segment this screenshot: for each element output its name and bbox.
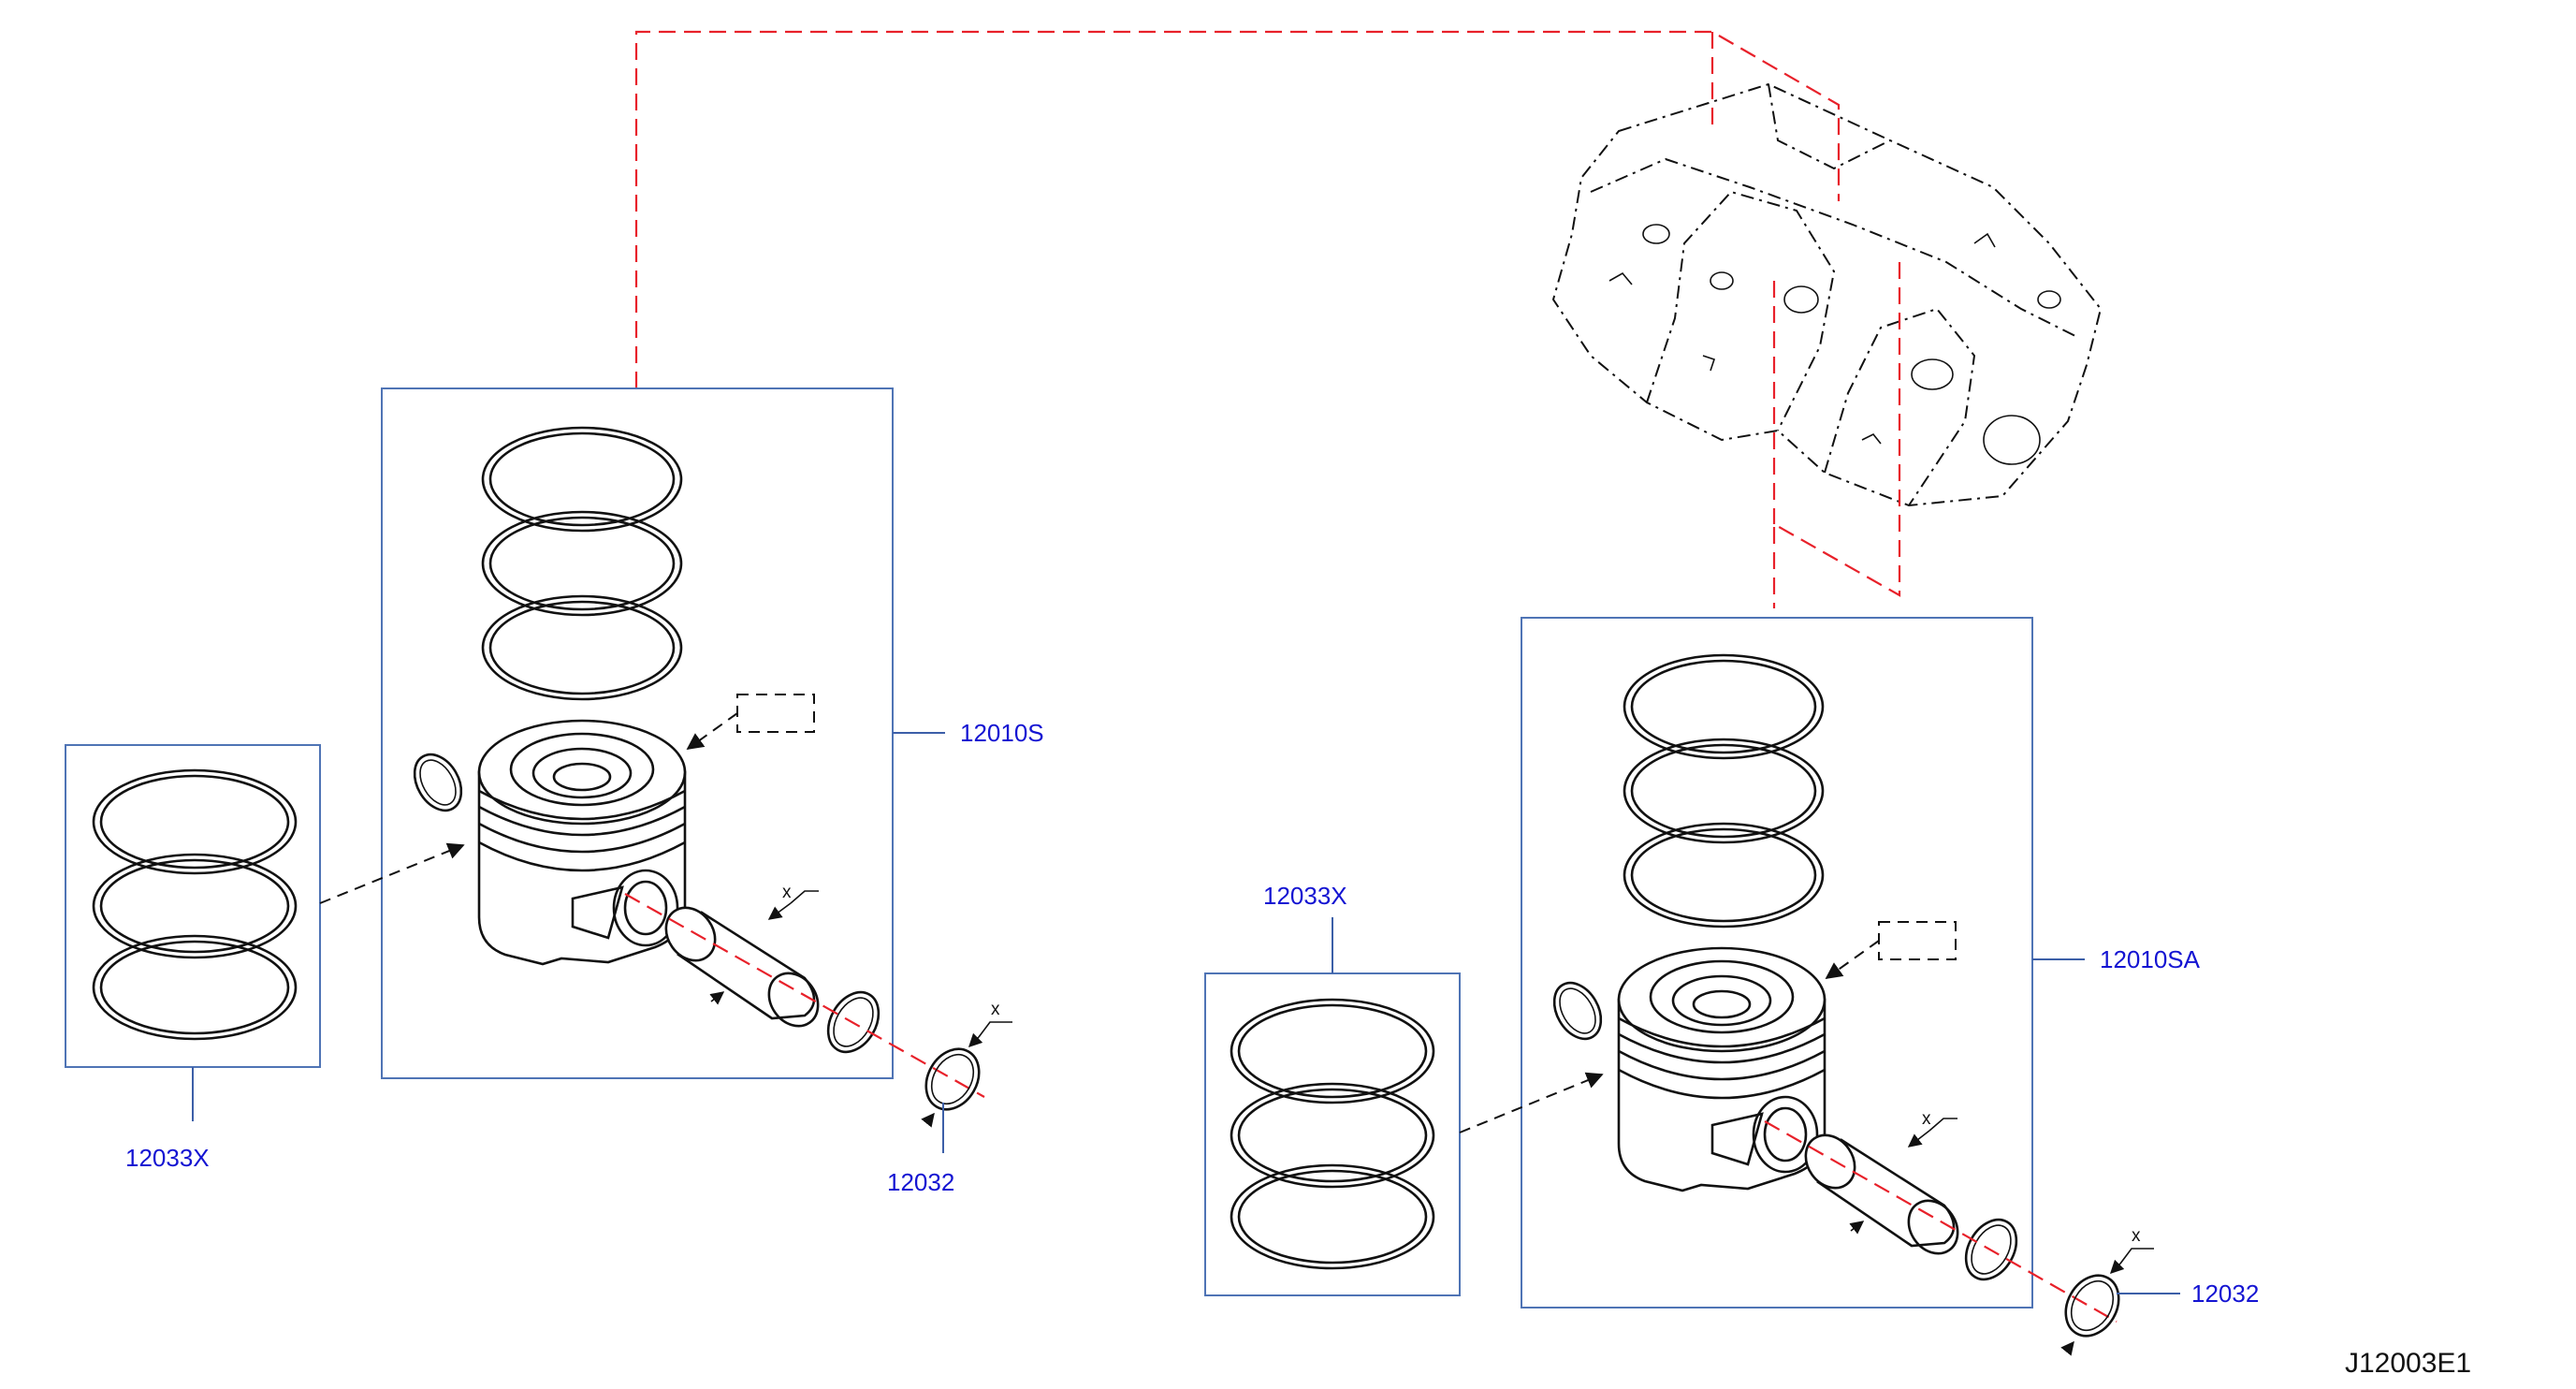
part-label-right-piston-assembly: 12010SA — [2100, 945, 2201, 973]
part-label-left-ring-set: 12033X — [125, 1144, 210, 1172]
right-piston-rings — [1623, 653, 1825, 928]
left-pin-dimension-mark: x — [782, 883, 792, 902]
right-ring-set-box — [1204, 972, 1461, 1296]
left-snap-ring: x — [921, 1000, 1012, 1128]
drawing-code: J12003E1 — [2345, 1348, 2471, 1379]
part-label-left-snap-ring: 12032 — [887, 1168, 954, 1196]
engine-block-illustration — [1551, 82, 2103, 507]
left-pin-axis — [624, 893, 985, 1098]
part-label-right-ring-set: 12033X — [1263, 882, 1347, 910]
left-retaining-clip-a — [413, 753, 463, 812]
right-pin-axis — [1764, 1120, 2118, 1323]
right-piston-pin — [1804, 1133, 1959, 1255]
left-detail-callout — [736, 694, 815, 733]
leader-lines — [192, 732, 2180, 1294]
left-piston-assembly: x — [381, 387, 985, 1098]
left-ring-set-box — [65, 744, 321, 1068]
right-ring-set — [1204, 972, 1604, 1296]
left-piston-rings — [481, 426, 683, 701]
right-snap-ring: x — [2060, 1226, 2154, 1356]
right-assembly-box — [1521, 617, 2033, 1309]
left-ring-set — [65, 744, 465, 1068]
right-detail-callout — [1878, 921, 1957, 960]
left-piston-pin — [664, 906, 820, 1028]
part-label-left-piston-assembly: 12010S — [960, 719, 1044, 747]
left-piston-body — [477, 719, 687, 966]
right-snap-ring-dimension-mark: x — [2132, 1226, 2141, 1246]
right-piston-assembly: x — [1521, 617, 2118, 1323]
right-pin-dimension-mark: x — [1922, 1109, 1931, 1129]
reference-lines — [634, 30, 1901, 608]
left-snap-ring-dimension-mark: x — [991, 1000, 1000, 1019]
right-retaining-clip-a — [1552, 981, 1603, 1041]
part-label-right-snap-ring: 12032 — [2191, 1279, 2259, 1308]
right-piston-body — [1617, 946, 1826, 1192]
